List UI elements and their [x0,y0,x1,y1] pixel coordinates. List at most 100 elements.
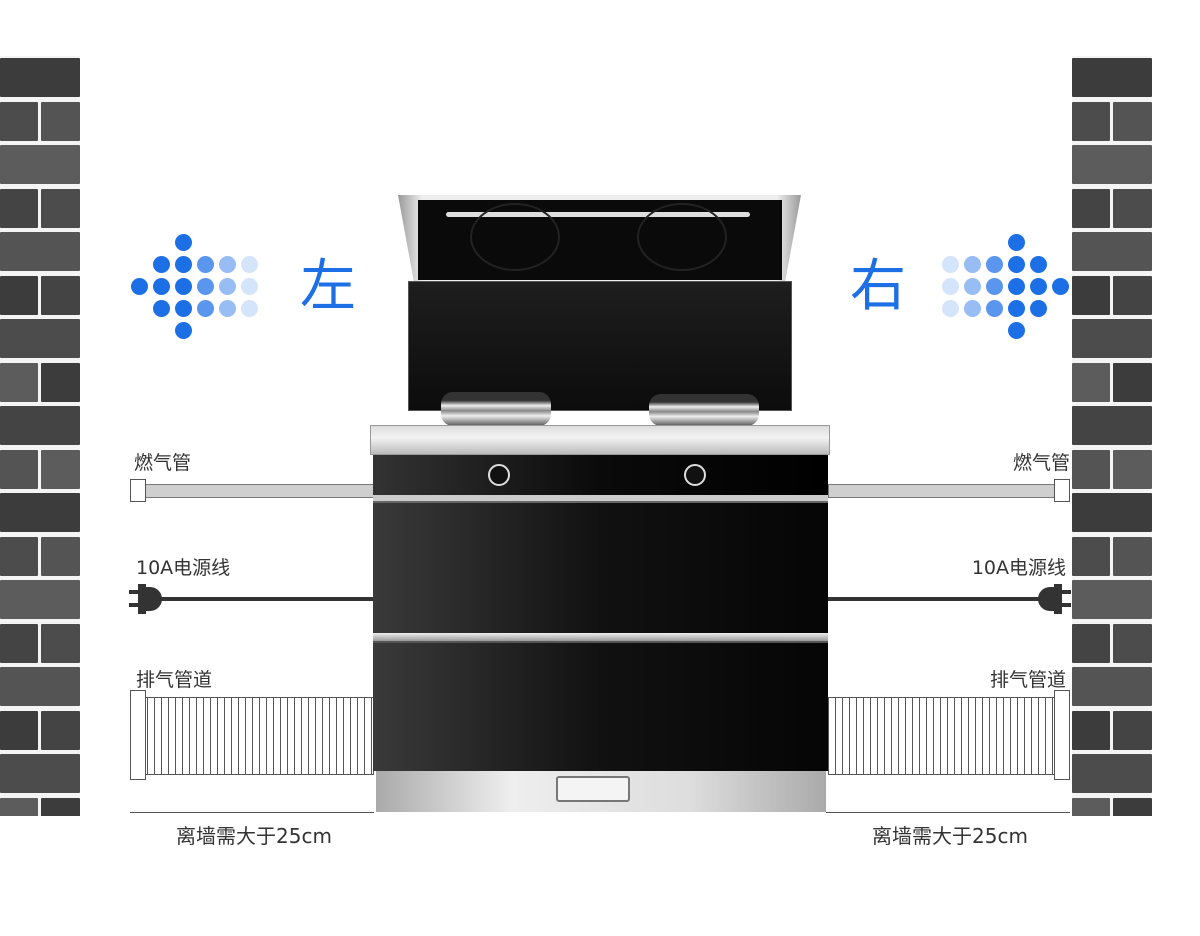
power-cord-left [165,597,374,601]
brick [41,797,80,816]
arrow-dot [153,300,170,317]
clearance-label-left: 离墙需大于25cm [176,824,332,848]
knob-right[interactable] [684,464,706,486]
brick [1072,406,1152,445]
arrow-dot [1030,300,1047,317]
brick [41,623,80,663]
lower-drawer[interactable] [373,641,828,771]
arrow-dot [219,256,236,273]
brick [1072,623,1110,663]
upper-drawer[interactable] [373,501,828,633]
brick [41,101,80,141]
brick [41,536,80,576]
arrow-dot [1008,234,1025,251]
gas-pipe-cap-right [1054,479,1070,502]
arrow-dot [964,278,981,295]
brick [0,493,80,532]
brick [41,188,80,228]
arrow-dot [1008,278,1025,295]
brick [0,58,80,97]
exhaust-duct-left [140,697,374,775]
arrow-dot [241,300,258,317]
brick [1072,797,1110,816]
drawer-handle[interactable] [556,776,630,802]
arrow-dot [219,300,236,317]
clearance-line-left [130,812,374,813]
arrow-dot [1008,322,1025,339]
brick [0,145,80,184]
brick [41,362,80,402]
clearance-line-right [826,812,1070,813]
brick [0,797,38,816]
burner-right [649,394,759,426]
brick [1072,667,1152,706]
arrow-dot [175,256,192,273]
arrow-dot [175,322,192,339]
countertop [370,425,830,455]
trim [373,633,828,641]
clearance-label-right: 离墙需大于25cm [872,824,1028,848]
gas-pipe-cap-left [130,479,146,502]
arrow-dot [1030,256,1047,273]
back-panel [408,281,792,411]
brick [0,319,80,358]
plug-icon [129,584,173,614]
right-direction-label: 右 [850,254,906,319]
arrow-dot [197,278,214,295]
arrow-dot [1008,256,1025,273]
arrow-dot [942,278,959,295]
brick [1113,362,1152,402]
power-cord-right [828,597,1037,601]
brick [1072,275,1110,315]
brick [1113,275,1152,315]
brick [1113,449,1152,489]
brick [1072,493,1152,532]
brick [1072,580,1152,619]
brick [41,449,80,489]
arrow-dot [986,256,1003,273]
brick [1113,101,1152,141]
arrow-dot [197,300,214,317]
brick [0,406,80,445]
brick [0,536,38,576]
exhaust-duct-label-left: 排气管道 [136,669,213,691]
fan-icon [637,203,727,271]
brick [1072,362,1110,402]
gas-pipe-right [828,484,1062,498]
brick [0,754,80,793]
knob-left[interactable] [488,464,510,486]
brick [1072,754,1152,793]
brick [1113,188,1152,228]
exhaust-duct-right [828,697,1062,775]
arrow-dot [986,300,1003,317]
arrow-dot [942,300,959,317]
plug-icon [1027,584,1071,614]
brick [1113,710,1152,750]
brick-wall-right [1072,56,1152,816]
arrow-dot [964,300,981,317]
power-cord-label-left: 10A电源线 [136,557,231,579]
control-panel [373,455,828,495]
gas-pipe-label-right: 燃气管 [1012,452,1070,474]
brick [0,101,38,141]
burner-left [441,392,551,426]
arrow-dot [175,278,192,295]
arrow-dot [219,278,236,295]
brick [41,275,80,315]
brick [0,232,80,271]
arrow-dot [153,278,170,295]
gas-pipe-left [140,484,374,498]
brick [1072,101,1110,141]
arrow-dot [153,256,170,273]
arrow-dot [986,278,1003,295]
arrow-dot [1030,278,1047,295]
brick [0,449,38,489]
brick [0,362,38,402]
trim [373,495,828,501]
brick [1072,188,1110,228]
power-cord-label-right: 10A电源线 [971,557,1066,579]
hood-light-strip [446,212,750,217]
arrow-dot [175,300,192,317]
arrow-dot [1008,300,1025,317]
arrow-dot [942,256,959,273]
